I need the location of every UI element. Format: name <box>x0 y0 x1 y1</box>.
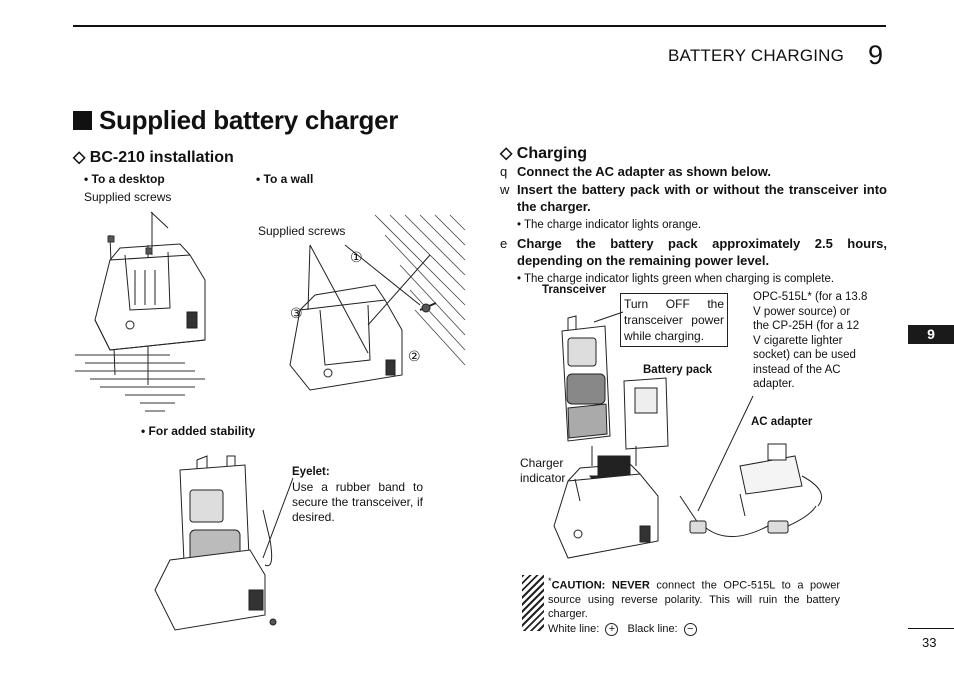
stability-charger-illustration <box>154 455 294 631</box>
desktop-screws-label: Supplied screws <box>84 190 172 204</box>
charging-illustration <box>553 311 822 559</box>
eyelet-title: Eyelet: <box>292 466 330 478</box>
caution-hatch-icon <box>522 575 544 631</box>
opc-note: OPC-515L* (for a 13.8 V power source) or… <box>753 291 868 390</box>
caution-note: *CAUTION: NEVER connect the OPC-515L to … <box>548 576 840 636</box>
white-line-label: White line: <box>548 622 600 635</box>
svg-text:②: ② <box>408 349 421 365</box>
wall-label: • To a wall <box>256 172 314 186</box>
step-marker: q <box>500 164 508 179</box>
step-marker: e <box>500 236 508 251</box>
side-tab: 9 <box>908 325 954 344</box>
plus-icon: + <box>605 622 619 636</box>
page-number: 33 <box>922 635 937 650</box>
svg-text:①: ① <box>350 250 363 266</box>
section-title: BATTERY CHARGING <box>668 46 845 65</box>
transceiver-label: Transceiver <box>542 284 606 296</box>
battery-pack-label: Battery pack <box>643 364 713 376</box>
step-marker: w <box>500 182 510 197</box>
footer-rule <box>908 628 954 629</box>
black-line-label: Black line: <box>627 622 678 635</box>
charging-steps: q Connect the AC adapter as shown below.… <box>500 163 887 286</box>
header-rule <box>73 25 886 27</box>
turn-off-callout: Turn OFF the transceiver power while cha… <box>620 293 728 347</box>
step-2: w Insert the battery pack with or withou… <box>500 182 887 214</box>
charger-indicator-label: Charger indicator <box>520 456 566 485</box>
desktop-charger-illustration <box>75 211 206 412</box>
wall-screws-label: Supplied screws <box>258 224 346 238</box>
step-1: q Connect the AC adapter as shown below. <box>500 164 772 179</box>
chapter-number: 9 <box>868 40 884 70</box>
charging-heading: ◇ Charging <box>500 145 587 162</box>
bullet-green: • The charge indicator lights green when… <box>517 273 835 285</box>
svg-text:③: ③ <box>290 306 303 322</box>
minus-icon: − <box>683 622 697 636</box>
ac-adapter-label: AC adapter <box>751 416 813 428</box>
eyelet-text: Use a rubber band to secure the transcei… <box>292 480 423 524</box>
desktop-label: • To a desktop <box>84 172 165 186</box>
diamond-icon: ◇ <box>73 149 86 166</box>
diamond-icon: ◇ <box>500 145 513 162</box>
wall-charger-illustration: ① ③ ② <box>289 214 466 391</box>
page-title: Supplied battery charger <box>99 105 399 135</box>
stability-label: • For added stability <box>141 424 256 438</box>
step-3: e Charge the battery pack approximately … <box>500 236 887 268</box>
bullet-orange: • The charge indicator lights orange. <box>517 219 702 231</box>
installation-heading: ◇ BC-210 installation <box>73 149 234 166</box>
title-square-icon <box>73 111 92 130</box>
